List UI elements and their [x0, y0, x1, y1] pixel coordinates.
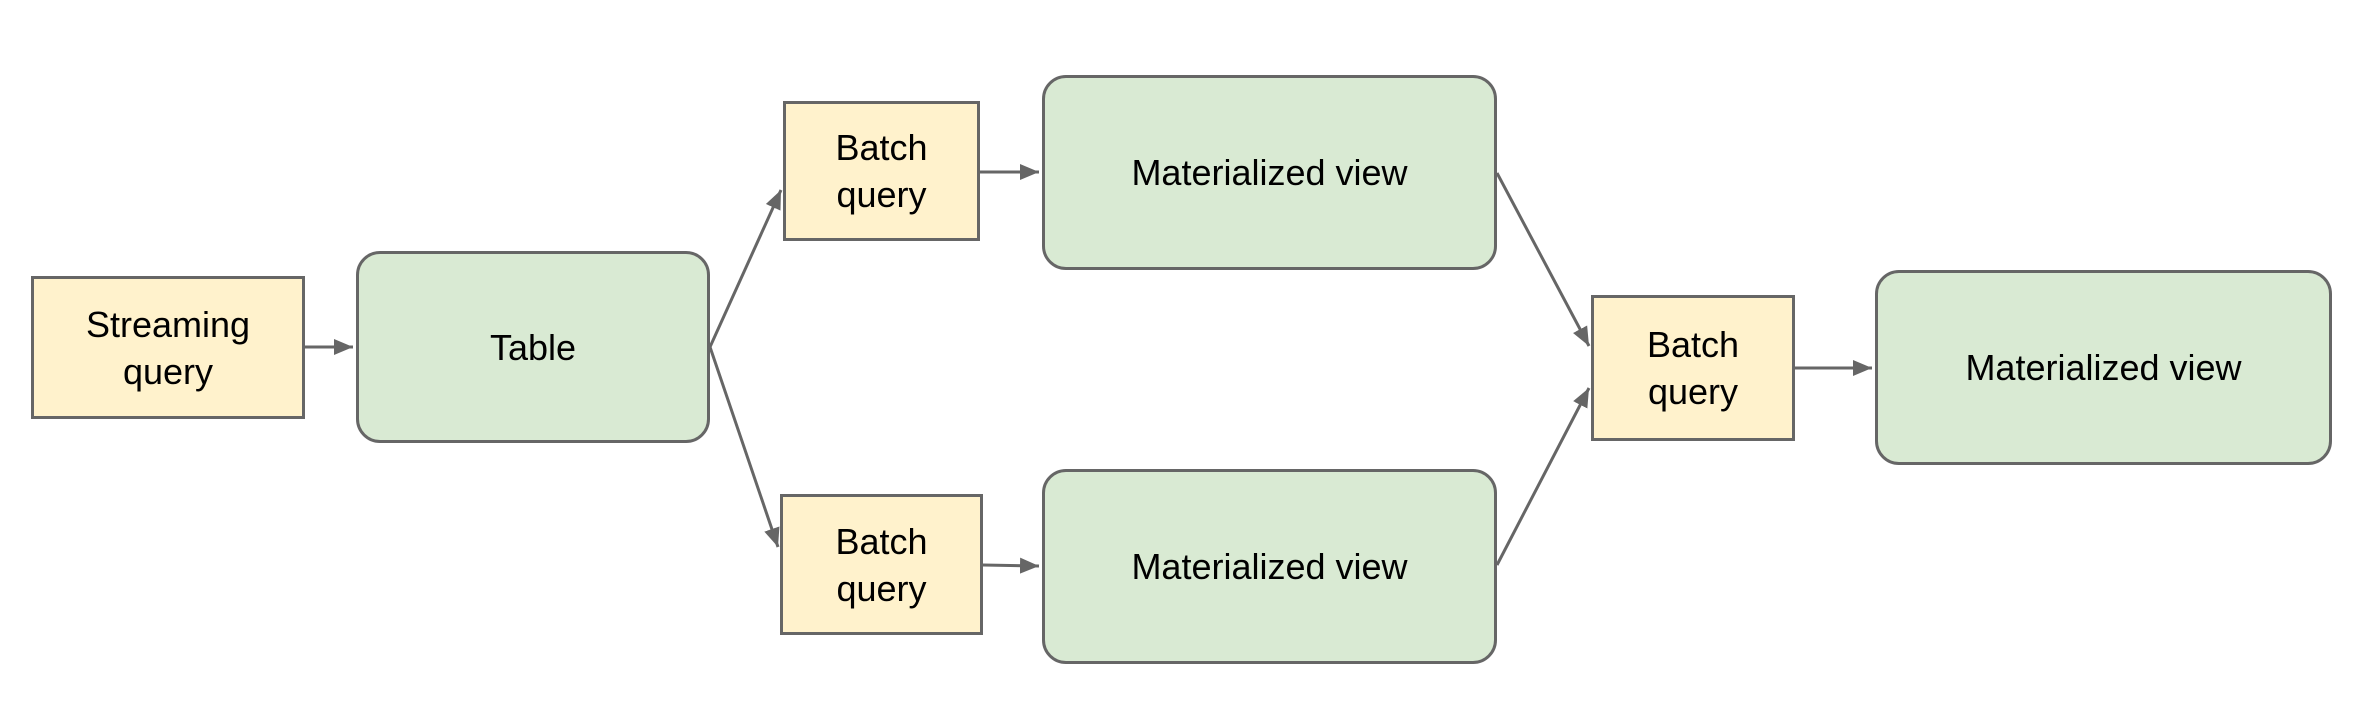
node-label-batch-query-right: Batch query [1646, 324, 1740, 412]
node-streaming-query: Streaming query [31, 276, 305, 419]
node-label-batch-query-top: Batch query [835, 127, 928, 215]
node-batch-query-top: Batch query [783, 101, 980, 241]
node-table: Table [356, 251, 710, 443]
node-label-streaming-query: Streaming query [85, 303, 251, 392]
node-materialized-view-final: Materialized view [1875, 270, 2332, 465]
node-batch-query-bottom: Batch query [780, 494, 983, 635]
node-label-materialized-view-bottom: Materialized view [1131, 546, 1408, 587]
node-label-table: Table [489, 326, 577, 368]
node-materialized-view-bottom: Materialized view [1042, 469, 1497, 664]
node-label-batch-query-bottom: Batch query [835, 520, 928, 609]
node-materialized-view-top: Materialized view [1042, 75, 1497, 270]
node-label-materialized-view-top: Materialized view [1131, 152, 1408, 193]
node-batch-query-right: Batch query [1591, 295, 1795, 441]
node-label-materialized-view-final: Materialized view [1965, 347, 2242, 388]
